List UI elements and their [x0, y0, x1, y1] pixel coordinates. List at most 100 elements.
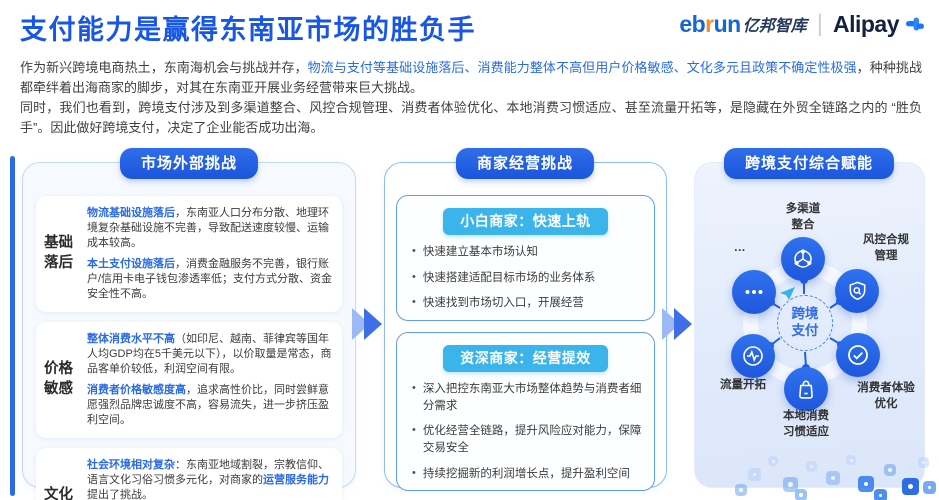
shield-search-icon [846, 280, 869, 303]
body-text: 同时，我们也看到，跨境支付涉及到多渠道整合、风控合规管理、消费者体验优化、本地消… [20, 100, 922, 135]
challenge-row-价格敏感: 价格敏感整体消费水平不高（如印尼、越南、菲律宾等国年人均GDP均在5千美元以下）… [36, 322, 342, 438]
bullet-text: 优化经营全链路，提升风险应对能力，保障交易安全 [422, 425, 642, 455]
shopping-bag-icon [794, 377, 818, 401]
market-challenges-card: 基础落后物流基础设施落后，东南亚人口分布分散、地理环境复杂基础设施不完善，导致配… [22, 162, 356, 500]
hub-label-local-habit: 本地消费 习惯适应 [783, 410, 829, 438]
logo-divider: | [816, 10, 823, 37]
alipay-plus-icon [906, 17, 924, 31]
body-text: ，消费金融服务不完善，银行账户/信用卡电子钱包渗透率低；支付方式分散、资金安全性… [87, 258, 333, 300]
printer-icon [768, 456, 778, 466]
bullet-item: • 快速找到市场切入口，开展经营 [412, 295, 644, 312]
bullet-text: 快速建立基本市场认知 [422, 246, 538, 258]
body-text: （如印尼、越南、菲律宾等国年人均GDP均在5千美元以下），以价取量是常态，商品客… [87, 333, 332, 375]
alipay-logo: Alipay [832, 10, 900, 37]
wallet-icon [874, 489, 887, 500]
challenge-row-label: 价格敏感 [44, 361, 73, 397]
bullet-item: • 快速建立基本市场认知 [412, 244, 644, 261]
hub-center-cross-border-payment: 跨境 支付 [777, 295, 833, 351]
challenge-item: 消费者价格敏感度高，追求高性价比，同时尝鲜意愿强烈品牌忠诚度不高，容易流失，进一… [87, 383, 333, 428]
body-text: ，种种挑战都牵绊着出海商家的脚步，对其在东南亚开展业务经营带来巨大挑战。 [20, 60, 922, 95]
wallet-icon [806, 461, 817, 472]
gamepad-icon [902, 478, 919, 495]
hub-label-traffic: 流量开拓 [720, 379, 766, 391]
highlight-text: 运营服务能力 [263, 474, 329, 486]
column2-header-pill: 商家经营挑战 [455, 148, 595, 179]
merchant-section-1: 小白商家：快速上轨•快速建立基本市场认知•快速搭建适配目标市场的业务体系•快速找… [396, 195, 655, 322]
intro-paragraph-1: 作为新兴跨境电商热土，东南海机会与挑战并存，物流与支付等基础设施落后、消费能力整… [20, 58, 922, 98]
bullet-dot-icon: • [412, 466, 416, 479]
bullet-item: • 优化经营全链路，提升风险应对能力，保障交易安全 [412, 423, 644, 456]
challenge-item: 社会环境相对复杂：东南亚地域割裂，宗教信仰、语言文化习俗习惯多元化，对商家的运营… [87, 458, 333, 500]
challenge-row-label: 文化多样 [44, 487, 73, 500]
camera-icon [884, 464, 896, 476]
logo-bar: ebrun 亿邦智库 | Alipay [679, 10, 925, 38]
bullet-dot-icon: • [412, 296, 416, 309]
phone-icon [923, 481, 936, 494]
ebrun-logo-text2: un [713, 10, 742, 37]
body-text: ，追求高性价比，同时尝鲜意愿强烈品牌忠诚度不高，容易流失，进一步挤压盈利空间。 [87, 384, 329, 426]
column1-header-pill: 市场外部挑战 [119, 148, 259, 179]
phone-icon [826, 471, 840, 485]
hub-node-traffic [731, 334, 775, 378]
bullet-dot-icon: • [412, 424, 416, 437]
speaker-icon [846, 455, 856, 465]
highlight-text: 物流与支付等基础设施落后、消费能力整体不高但用户价格敏感、文化多元且政策不确定性… [307, 60, 857, 75]
merchant-challenges-card: 小白商家：快速上轨•快速建立基本市场认知•快速搭建适配目标市场的业务体系•快速找… [384, 162, 667, 492]
hub-label-more: ··· [734, 245, 746, 257]
challenge-row-文化多样: 文化多样 社会环境相对复杂：东南亚地域割裂，宗教信仰、语言文化习俗习惯多元化，对商… [36, 448, 342, 500]
challenge-row-content: 物流基础设施落后，东南亚人口分布分散、地理环境复杂基础设施不完善，导致配送速度较… [87, 203, 333, 305]
hub-node-multi-channel [781, 237, 825, 281]
hub-node-local-habit [784, 367, 828, 411]
highlight-text: 社会环境相对复杂 [87, 459, 175, 471]
bullet-text: 持续挖掘新的利润增长点，提升盈利空间 [422, 467, 630, 480]
market-challenges-rows: 基础落后物流基础设施落后，东南亚人口分布分散、地理环境复杂基础设施不完善，导致配… [23, 163, 355, 500]
body-text: 作为新兴跨境电商热土，东南海机会与挑战并存， [20, 60, 308, 75]
challenge-row-label: 基础落后 [44, 235, 73, 271]
challenge-item: 物流基础设施落后，东南亚人口分布分散、地理环境复杂基础设施不完善，导致配送速度较… [87, 206, 333, 251]
speaker-icon [795, 489, 807, 500]
hub-node-more [732, 270, 776, 314]
bullet-dot-icon: • [412, 245, 416, 257]
page-title: 支付能力是赢得东南亚市场的胜负手 [20, 15, 476, 45]
merchant-section-pill: 资深商家：经营提效 [443, 345, 608, 373]
body-text: 提出了挑战。 [87, 489, 153, 500]
hub-label-multi-channel: 多渠道 整合 [785, 203, 821, 231]
check-circle-icon [846, 343, 870, 367]
challenge-item: 整体消费水平不高（如印尼、越南、菲律宾等国年人均GDP均在5千美元以下），以价取… [87, 332, 333, 377]
bullet-item: • 持续挖掘新的利润增长点，提升盈利空间 [412, 466, 644, 483]
music-player-icon [748, 468, 761, 481]
highlight-text: 本土支付设施落后 [87, 258, 175, 270]
challenge-item: 本土支付设施落后，消费金融服务不完善，银行账户/信用卡电子钱包渗透率低；支付方式… [87, 257, 333, 302]
intro-paragraph-2: 同时，我们也看到，跨境支付涉及到多渠道整合、风控合规管理、消费者体验优化、本地消… [20, 98, 922, 138]
pulse-icon [741, 344, 765, 368]
ellipsis-icon [742, 280, 766, 304]
highlight-text: 物流基础设施落后 [87, 207, 175, 219]
merchant-section-2: 资深商家：经营提效 • 深入把控东南亚大市场整体趋势与消费者细分需求 • 优化经营全链路… [396, 332, 655, 492]
merchant-challenges-sections: 小白商家：快速上轨•快速建立基本市场认知•快速搭建适配目标市场的业务体系•快速找… [385, 163, 666, 492]
challenge-row-content: 社会环境相对复杂：东南亚地域割裂，宗教信仰、语言文化习俗习惯多元化，对商家的运营… [87, 455, 333, 500]
bullet-text: 快速找到市场切入口，开展经营 [422, 297, 584, 310]
challenge-row-content: 整体消费水平不高（如印尼、越南、菲律宾等国年人均GDP均在5千美元以下），以价取… [87, 329, 333, 431]
hub-node-experience [836, 333, 880, 377]
bullet-text: 快速搭建适配目标市场的业务体系 [422, 271, 596, 284]
gamepad-icon [783, 477, 798, 492]
highlight-text: 整体消费水平不高 [87, 333, 175, 345]
hub-label-risk-control: 风控合规 管理 [863, 234, 909, 262]
body-text: ：东南亚地域割裂，宗教信仰、语言文化习俗习惯多元化，对商家的 [87, 459, 329, 486]
bullet-text: 深入把控东南亚大市场整体趋势与消费者细分需求 [422, 383, 642, 412]
ebrun-logo: ebrun [679, 10, 742, 38]
bullet-item: •快速搭建适配目标市场的业务体系 [412, 270, 644, 287]
bullet-item: • 深入把控东南亚大市场整体趋势与消费者细分需求 [412, 381, 644, 414]
body-text: ，东南亚人口分布分散、地理环境复杂基础设施不完善，导致配送速度较慢、运输成本较高… [87, 207, 329, 249]
flow-arrow-icon [662, 308, 692, 340]
camera-icon [735, 484, 747, 496]
accent-bar [10, 156, 15, 496]
printer-icon [918, 457, 929, 468]
hub-node-risk-control [835, 269, 879, 313]
ebrun-logo-text: eb [679, 10, 706, 37]
ebrun-cn-logo: 亿邦智库 [742, 18, 807, 35]
bullet-dot-icon: • [412, 382, 416, 395]
flow-arrow-icon [352, 308, 382, 340]
challenge-row-基础落后: 基础落后物流基础设施落后，东南亚人口分布分散、地理环境复杂基础设施不完善，导致配… [36, 196, 342, 312]
